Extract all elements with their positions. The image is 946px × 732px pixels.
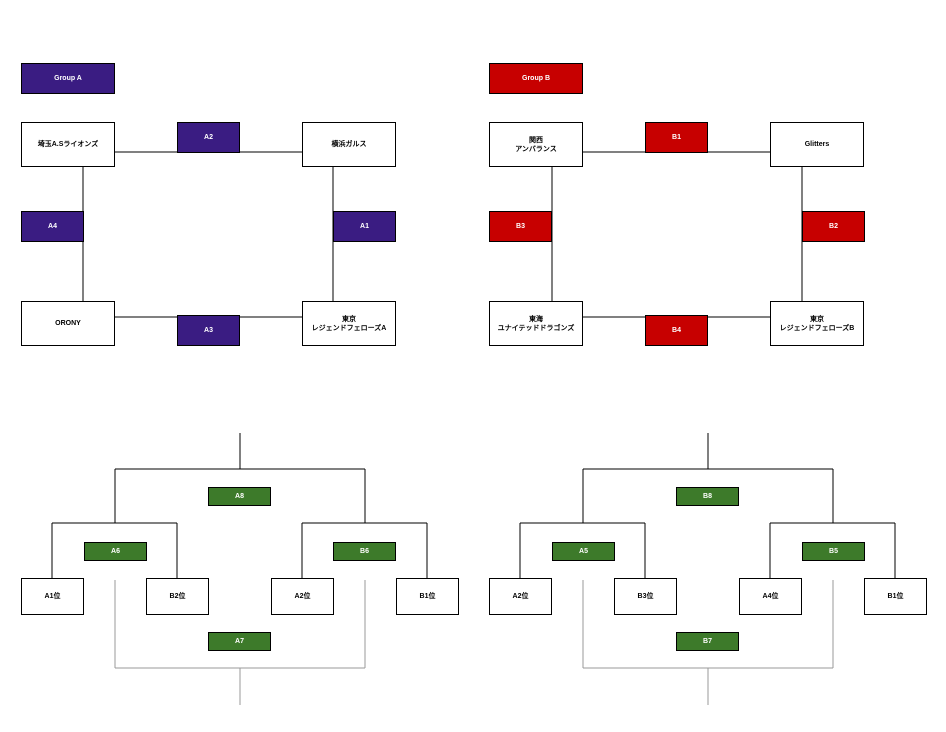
bracket-a-semi-left: A6 [84,542,147,561]
match-b3: B3 [489,211,552,242]
match-b1: B1 [645,122,708,153]
bracket-b-seed-4: B1位 [864,578,927,615]
bracket-b-third: B7 [676,632,739,651]
match-b4: B4 [645,315,708,346]
bracket-a-third: A7 [208,632,271,651]
bracket-b-seed-3: A4位 [739,578,802,615]
bracket-b-final: B8 [676,487,739,506]
match-b2: B2 [802,211,865,242]
group-b-header: Group B [489,63,583,94]
team-b-bottom-left: 東海 ユナイテッドドラゴンズ [489,301,583,346]
bracket-b-seed-1: A2位 [489,578,552,615]
match-a4: A4 [21,211,84,242]
match-a2: A2 [177,122,240,153]
bracket-a-seed-3: A2位 [271,578,334,615]
bracket-b-semi-right: B5 [802,542,865,561]
bracket-a-seed-2: B2位 [146,578,209,615]
team-a-bottom-left: ORONY [21,301,115,346]
match-a1: A1 [333,211,396,242]
team-a-bottom-right: 東京 レジェンドフェローズA [302,301,396,346]
group-a-header: Group A [21,63,115,94]
team-b-top-left: 関西 アンバランス [489,122,583,167]
team-a-top-right: 横浜ガルス [302,122,396,167]
bracket-a-seed-1: A1位 [21,578,84,615]
match-a3: A3 [177,315,240,346]
team-b-top-right: Glitters [770,122,864,167]
bracket-a-final: A8 [208,487,271,506]
bracket-a-seed-4: B1位 [396,578,459,615]
team-b-bottom-right: 東京 レジェンドフェローズB [770,301,864,346]
team-a-top-left: 埼玉A.Sライオンズ [21,122,115,167]
bracket-a-semi-right: B6 [333,542,396,561]
bracket-b-seed-2: B3位 [614,578,677,615]
bracket-b-semi-left: A5 [552,542,615,561]
